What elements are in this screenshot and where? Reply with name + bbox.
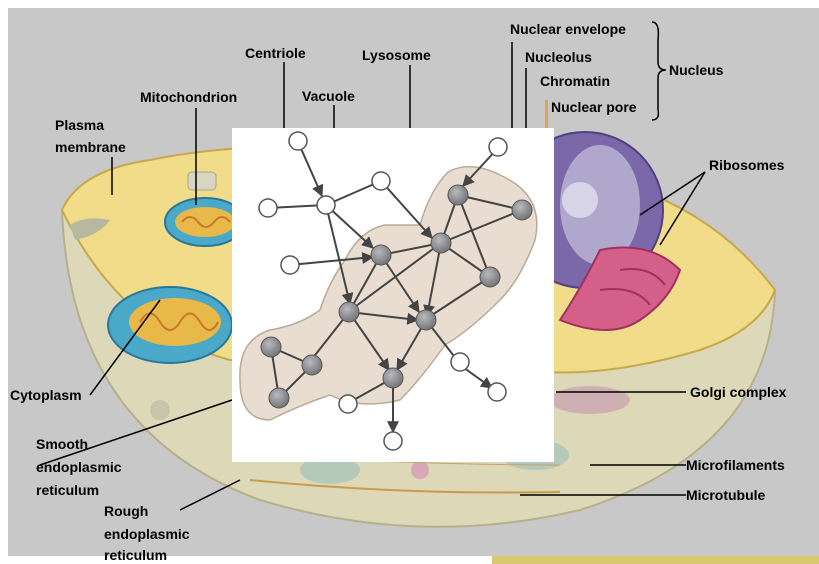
label-nuclear-envelope: Nuclear envelope: [510, 21, 626, 37]
gray-node: [269, 388, 289, 408]
label-smooth-reticulum: reticulum: [36, 482, 99, 498]
mitochondrion-bottom: [108, 287, 232, 363]
label-lysosome: Lysosome: [362, 47, 431, 63]
centriole-shape: [188, 172, 216, 190]
white-node: [339, 395, 357, 413]
white-node: [489, 138, 507, 156]
label-cytoplasm: Cytoplasm: [10, 387, 82, 403]
label-rough-reticulum: reticulum: [104, 547, 167, 563]
golgi-shape: [550, 386, 630, 414]
bottom-accent-bar: [492, 556, 819, 564]
white-node: [317, 196, 335, 214]
label-rough: Rough: [104, 503, 148, 519]
label-nuclear-pore: Nuclear pore: [551, 99, 637, 115]
label-nucleus: Nucleus: [669, 62, 724, 78]
gray-node: [431, 233, 451, 253]
lower-organelle-4: [411, 461, 429, 479]
label-microtubule: Microtubule: [686, 487, 766, 503]
gray-node: [480, 267, 500, 287]
white-node: [289, 132, 307, 150]
label-smooth-endoplasmic: endoplasmic: [36, 459, 122, 475]
label-chromatin: Chromatin: [540, 73, 610, 89]
label-smooth: Smooth: [36, 436, 88, 452]
label-ribosomes: Ribosomes: [709, 157, 785, 173]
gray-node: [302, 355, 322, 375]
gray-node: [371, 245, 391, 265]
gray-node: [261, 337, 281, 357]
top-bar: [0, 0, 819, 6]
label-membrane: membrane: [55, 139, 126, 155]
gray-node: [339, 302, 359, 322]
gray-node: [448, 185, 468, 205]
label-mitochondrion: Mitochondrion: [140, 89, 237, 105]
label-microfilaments: Microfilaments: [686, 457, 785, 473]
gray-node: [512, 200, 532, 220]
gray-node: [416, 310, 436, 330]
white-node: [259, 199, 277, 217]
lower-organelle-3: [150, 400, 170, 420]
white-node: [281, 256, 299, 274]
white-node: [384, 432, 402, 450]
white-node: [451, 353, 469, 371]
label-nucleolus: Nucleolus: [525, 49, 592, 65]
white-node: [488, 383, 506, 401]
white-node: [372, 172, 390, 190]
gray-node: [383, 368, 403, 388]
label-vacuole: Vacuole: [302, 88, 355, 104]
label-plasma: Plasma: [55, 117, 104, 133]
label-rough-endoplasmic: endoplasmic: [104, 526, 190, 542]
label-golgi-complex: Golgi complex: [690, 384, 787, 400]
nuclear-pore-marker: [545, 100, 548, 128]
network-overlay: [232, 128, 554, 462]
label-centriole: Centriole: [245, 45, 306, 61]
